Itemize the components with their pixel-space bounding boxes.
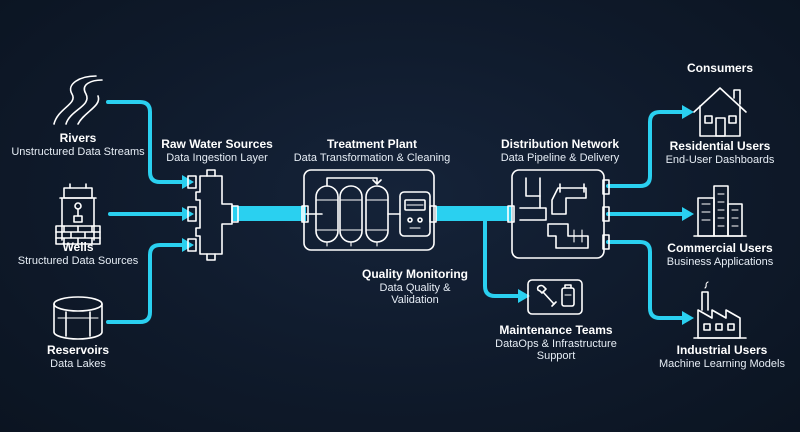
wells-subtitle: Structured Data Sources [17, 254, 139, 267]
ingestion-manifold-icon [187, 169, 239, 261]
quality-monitoring-subtitle-2: Validation [391, 294, 439, 307]
connector-residential [606, 110, 688, 188]
quality-monitoring-label: Quality Monitoring Data Quality & Valida… [360, 267, 470, 307]
main-pipe-middle [436, 206, 512, 221]
distribution-network-title: Distribution Network [500, 137, 619, 151]
connector-industrial [606, 240, 688, 320]
industrial-users-subtitle: Machine Learning Models [659, 357, 785, 370]
treatment-plant-label: Treatment Plant Data Transformation & Cl… [284, 137, 460, 164]
consumers-heading-label: Consumers [670, 61, 770, 76]
treatment-plant-subtitle: Data Transformation & Cleaning [293, 151, 451, 164]
raw-sources-subtitle: Data Ingestion Layer [166, 151, 268, 164]
rivers-title: Rivers [59, 131, 97, 145]
residential-users-label: Residential Users End-User Dashboards [650, 139, 790, 166]
arrowhead-maintenance [518, 289, 530, 303]
reservoirs-subtitle: Data Lakes [50, 357, 106, 370]
residential-users-title: Residential Users [669, 139, 771, 153]
maintenance-tools-icon [527, 279, 583, 315]
connector-rivers [106, 100, 188, 184]
quality-monitor-icon [399, 191, 431, 237]
connector-maintenance [483, 219, 524, 298]
well-icon [55, 183, 101, 245]
quality-monitoring-title: Quality Monitoring [362, 267, 468, 281]
connector-reservoirs [106, 243, 188, 324]
industrial-users-title: Industrial Users [676, 343, 768, 357]
commercial-users-label: Commercial Users Business Applications [650, 241, 790, 268]
maintenance-teams-subtitle-1: DataOps & Infrastructure [495, 337, 617, 350]
commercial-users-subtitle: Business Applications [666, 255, 774, 268]
distribution-network-label: Distribution Network Data Pipeline & Del… [490, 137, 630, 164]
industrial-users-label: Industrial Users Machine Learning Models [650, 343, 794, 370]
distribution-network-icon [507, 169, 610, 259]
arrowhead-residential [682, 105, 694, 119]
maintenance-teams-subtitle-2: Support [536, 350, 576, 363]
house-icon [693, 87, 747, 137]
maintenance-teams-label: Maintenance Teams DataOps & Infrastructu… [488, 323, 624, 363]
reservoirs-title: Reservoirs [46, 343, 110, 357]
rivers-subtitle: Unstructured Data Streams [11, 145, 145, 158]
commercial-users-title: Commercial Users [667, 241, 773, 255]
quality-monitoring-subtitle-1: Data Quality & [379, 281, 451, 294]
office-buildings-icon [693, 185, 747, 237]
rivers-label: Rivers Unstructured Data Streams [10, 131, 146, 158]
main-pipe-left [232, 206, 306, 221]
factory-icon [693, 281, 747, 339]
consumers-heading: Consumers [686, 61, 754, 75]
distribution-network-subtitle: Data Pipeline & Delivery [500, 151, 620, 164]
river-icon [53, 75, 103, 125]
wells-title: Wells [62, 240, 94, 254]
residential-users-subtitle: End-User Dashboards [665, 153, 775, 166]
maintenance-teams-title: Maintenance Teams [499, 323, 613, 337]
arrowhead-commercial [682, 207, 694, 221]
arrowhead-industrial [682, 311, 694, 325]
raw-sources-label: Raw Water Sources Data Ingestion Layer [152, 137, 282, 164]
raw-sources-title: Raw Water Sources [161, 137, 273, 151]
wells-label: Wells Structured Data Sources [10, 240, 146, 267]
reservoir-tank-icon [53, 296, 103, 340]
treatment-plant-icon [301, 169, 437, 251]
treatment-plant-title: Treatment Plant [326, 137, 418, 151]
reservoirs-label: Reservoirs Data Lakes [10, 343, 146, 370]
